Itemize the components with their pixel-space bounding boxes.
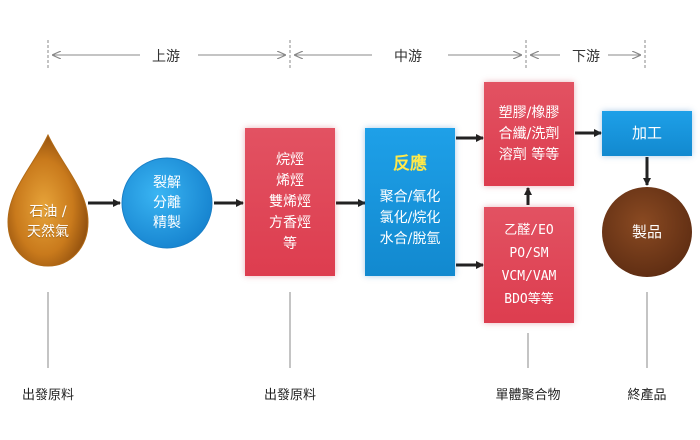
polymers-line-2: 合纖/洗劑 xyxy=(498,125,560,142)
node-hydrocarbons: 烷烴 烯烴 雙烯烴 方香烴 等 xyxy=(245,128,335,276)
hydrocarbons-line-1: 烷烴 xyxy=(276,151,304,168)
hydrocarbons-line-4: 方香烴 xyxy=(269,214,311,231)
monomers-line-1: 乙醛/EO xyxy=(504,223,554,238)
products-label: 製品 xyxy=(631,223,662,241)
monomers-line-2: PO/SM xyxy=(509,246,549,261)
reaction-line-1: 聚合/氧化 xyxy=(379,189,441,205)
node-processing: 加工 xyxy=(602,111,692,156)
cracking-line-2: 分離 xyxy=(153,195,181,211)
label-feedstock-2: 出發原料 xyxy=(263,388,317,403)
hydrocarbons-line-2: 烯烴 xyxy=(276,172,304,189)
crude-drop-shape xyxy=(7,133,89,267)
node-monomers: 乙醛/EO PO/SM VCM/VAM BDO等等 xyxy=(484,207,574,323)
reaction-line-2: 氯化/烷化 xyxy=(379,210,441,226)
node-polymers: 塑膠/橡膠 合纖/洗劑 溶劑 等等 xyxy=(484,82,574,186)
polymers-line-1: 塑膠/橡膠 xyxy=(498,104,560,121)
node-reaction: 反應 聚合/氧化 氯化/烷化 水合/脫氫 xyxy=(365,128,455,276)
monomers-line-3: VCM/VAM xyxy=(501,269,557,284)
label-monomer-polymer: 單體聚合物 xyxy=(495,388,561,403)
label-feedstock-1: 出發原料 xyxy=(21,388,75,403)
node-crude-oil-gas: 石油 / 天然氣 xyxy=(8,190,88,254)
label-final-products: 終產品 xyxy=(627,388,667,403)
monomers-line-4: BDO等等 xyxy=(504,292,554,307)
node-products: 製品 xyxy=(602,187,692,277)
crude-line-2: 天然氣 xyxy=(27,224,69,240)
polymers-line-3: 溶劑 等等 xyxy=(498,146,560,163)
cracking-line-1: 裂解 xyxy=(153,175,181,191)
cracking-line-3: 精製 xyxy=(153,215,181,231)
hydrocarbons-line-3: 雙烯烴 xyxy=(269,193,311,210)
reaction-title: 反應 xyxy=(393,154,427,174)
stage-upstream-label: 上游 xyxy=(146,46,186,66)
reaction-line-3: 水合/脫氫 xyxy=(379,231,441,247)
node-cracking: 裂解 分離 精製 xyxy=(122,158,212,248)
products-circle-shape xyxy=(602,187,692,277)
stage-downstream-label: 下游 xyxy=(566,46,606,66)
hydrocarbons-line-5: 等 xyxy=(283,235,297,252)
cracking-circle-shape xyxy=(121,157,213,249)
stage-midstream-label: 中游 xyxy=(388,46,428,66)
processing-label: 加工 xyxy=(631,124,662,142)
crude-line-1: 石油 / xyxy=(29,204,67,220)
